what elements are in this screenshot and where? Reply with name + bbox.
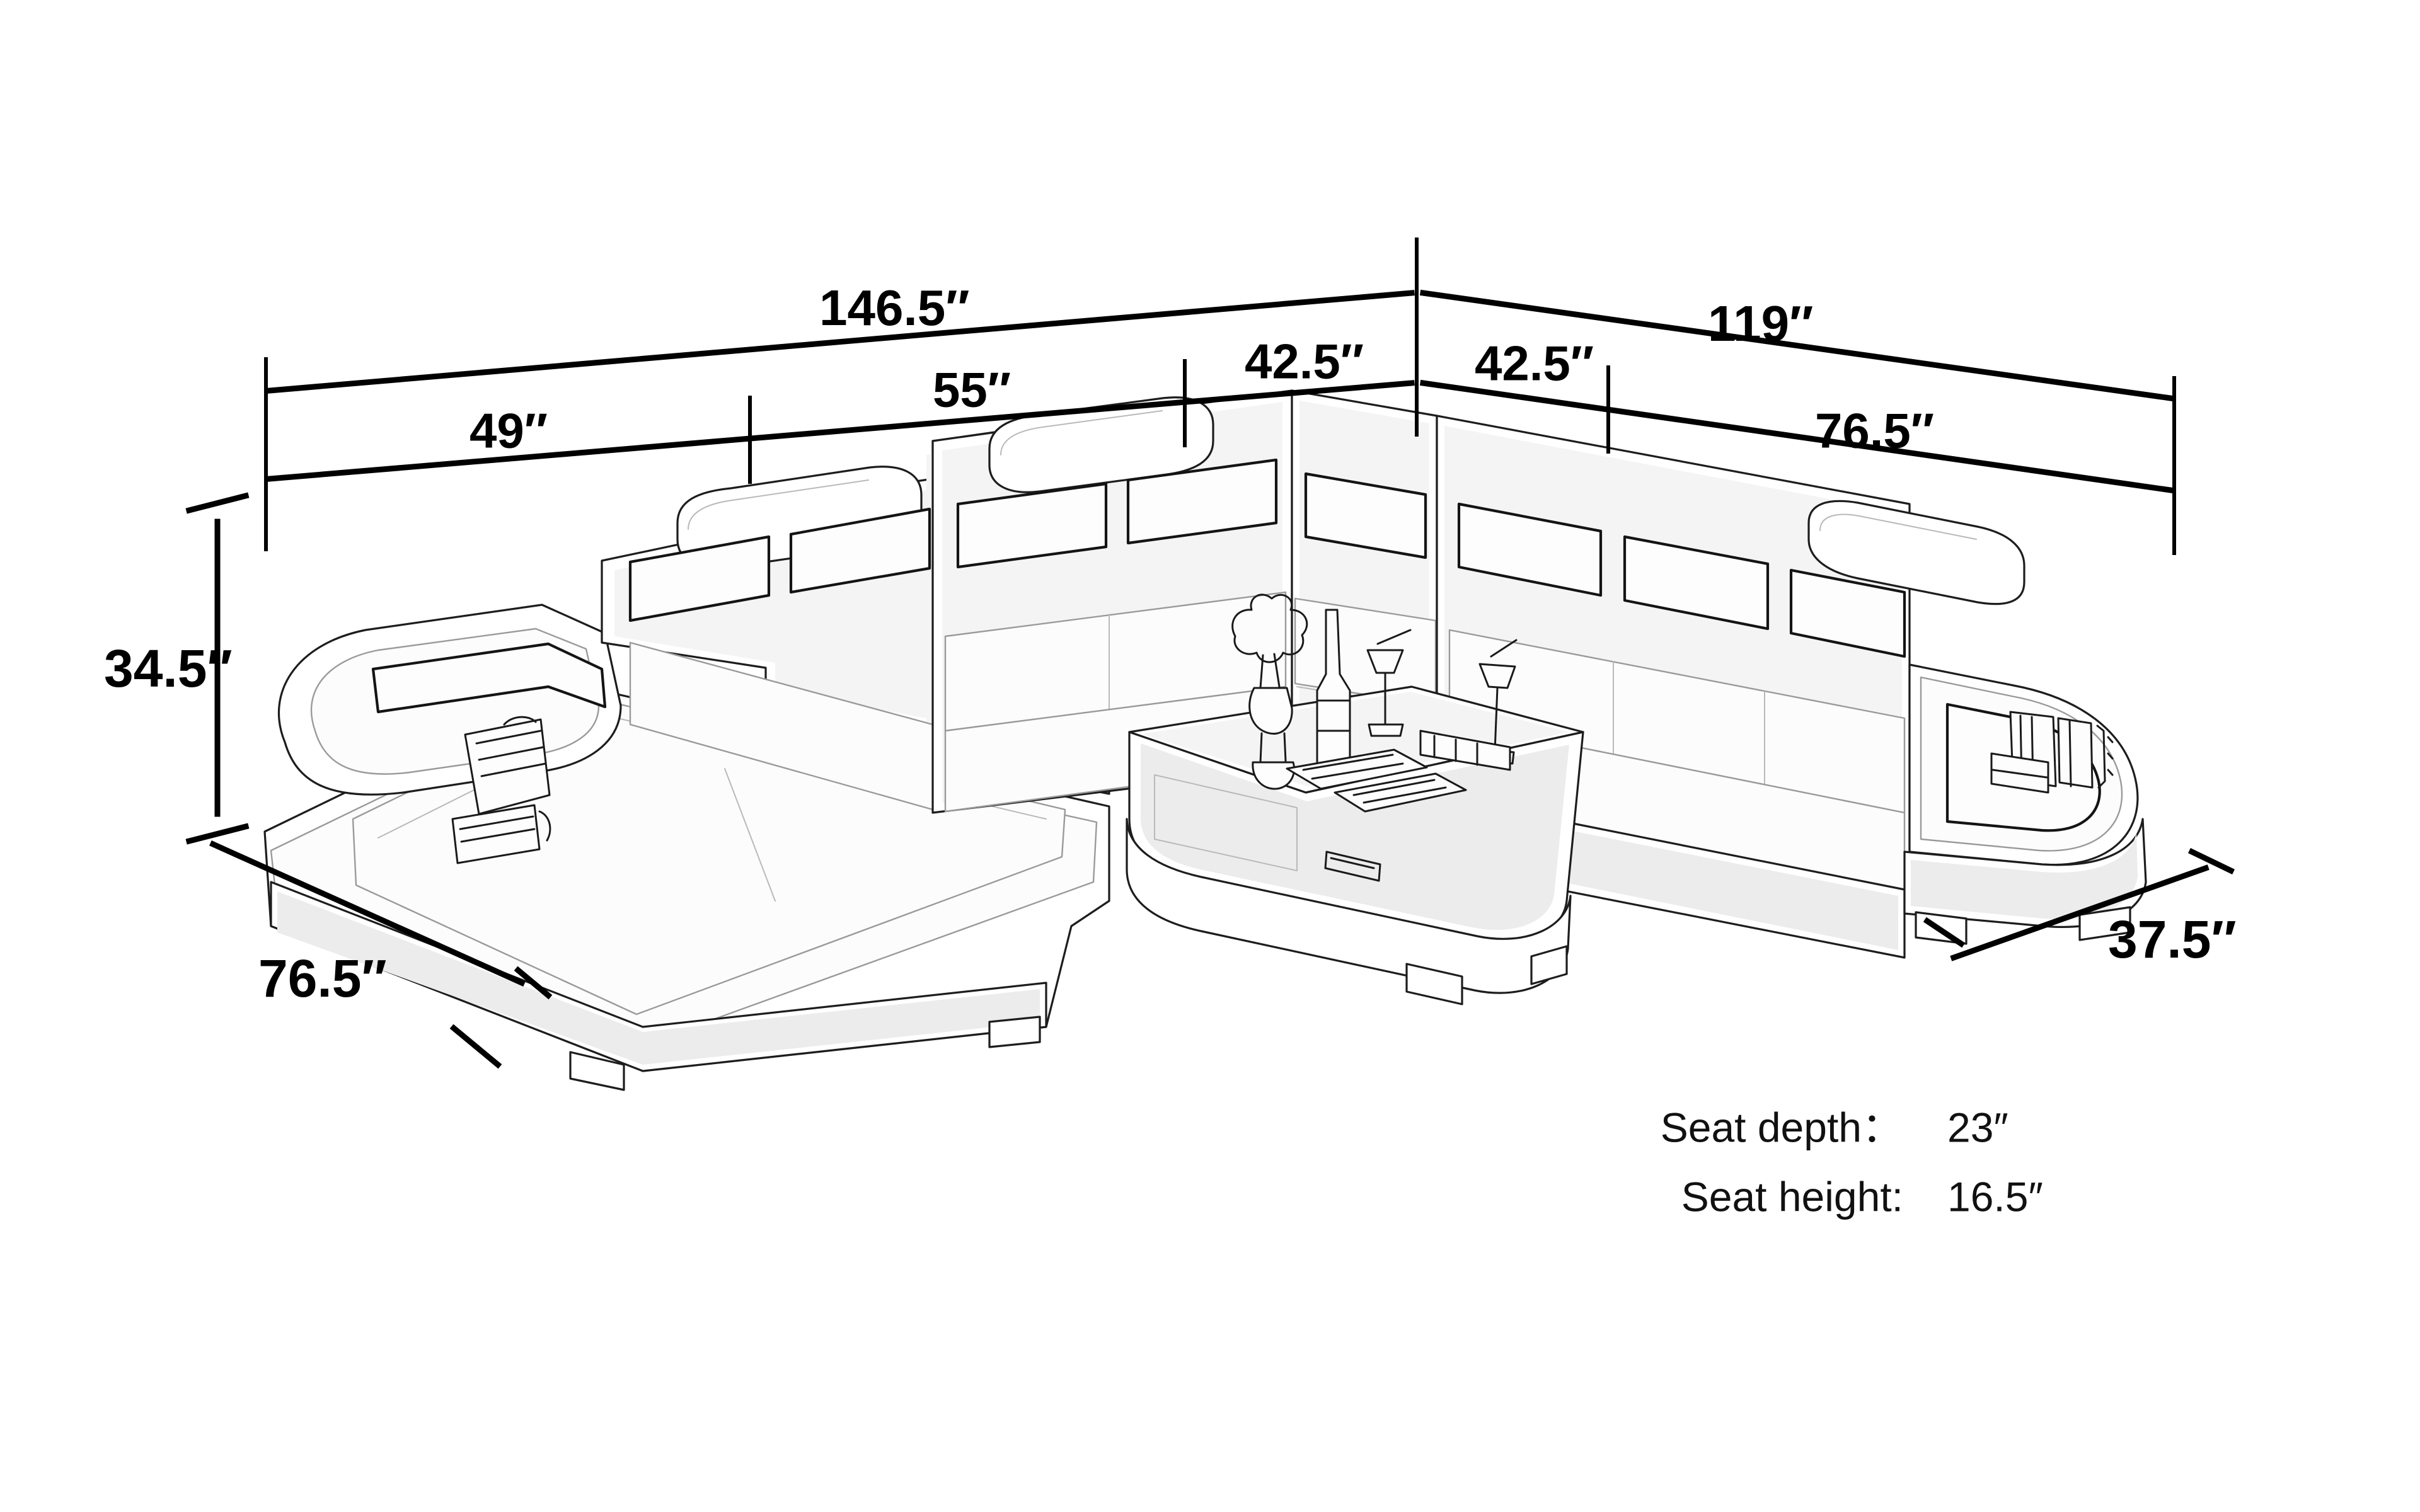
label-76-5-depth: 76.5″ bbox=[258, 949, 387, 1008]
spec-label-seat-depth: Seat depth： bbox=[1661, 1104, 1903, 1150]
spec-label-seat-height: Seat height: bbox=[1681, 1173, 1903, 1220]
coffee-table bbox=[1126, 685, 1584, 1005]
tick-34-5-top bbox=[185, 492, 250, 514]
tick-depth-37-5-end bbox=[2187, 847, 2235, 875]
dimline-depth-37-5 bbox=[1950, 864, 2210, 961]
dimline-146-5 bbox=[267, 290, 1415, 394]
dimline-119 bbox=[1419, 289, 2174, 402]
label-119: 119″ bbox=[1708, 295, 1813, 352]
decor-books-right bbox=[1990, 711, 2114, 794]
dimension-annotations: 146.5″ 55″ 49″ 42.5″ 42.5″ 119″ 76.5″ 34… bbox=[104, 238, 2237, 1069]
tabletop-decor bbox=[1231, 593, 1518, 813]
dimline-left-segments bbox=[267, 380, 1415, 482]
spec-block: Seat depth： 23″ Seat height: 16.5″ bbox=[1661, 1104, 2043, 1220]
dimline-depth-76-5 bbox=[209, 840, 526, 987]
tick-depth-37-5-start bbox=[1923, 917, 1966, 948]
tick-depth-76-5-end bbox=[514, 966, 553, 1000]
dimline-right-segments bbox=[1419, 379, 2174, 494]
label-37-5-depth: 37.5″ bbox=[2108, 910, 2237, 969]
spec-value-seat-depth: 23″ bbox=[1947, 1104, 2008, 1150]
tick-34-5-bottom bbox=[185, 823, 250, 845]
label-76-5-right: 76.5″ bbox=[1815, 403, 1934, 459]
label-146-5: 146.5″ bbox=[819, 280, 970, 336]
spec-value-seat-height: 16.5″ bbox=[1947, 1173, 2043, 1220]
label-34-5: 34.5″ bbox=[104, 639, 233, 698]
decor-items-left bbox=[451, 716, 551, 864]
sofa-illustration bbox=[263, 389, 2147, 1091]
label-42-5-left: 42.5″ bbox=[1245, 334, 1364, 389]
label-55: 55″ bbox=[933, 362, 1011, 418]
label-49: 49″ bbox=[470, 403, 548, 459]
tick-depth-76-5-foot bbox=[449, 1024, 502, 1069]
label-42-5-right: 42.5″ bbox=[1475, 336, 1594, 391]
center-left-seat bbox=[931, 389, 1293, 814]
